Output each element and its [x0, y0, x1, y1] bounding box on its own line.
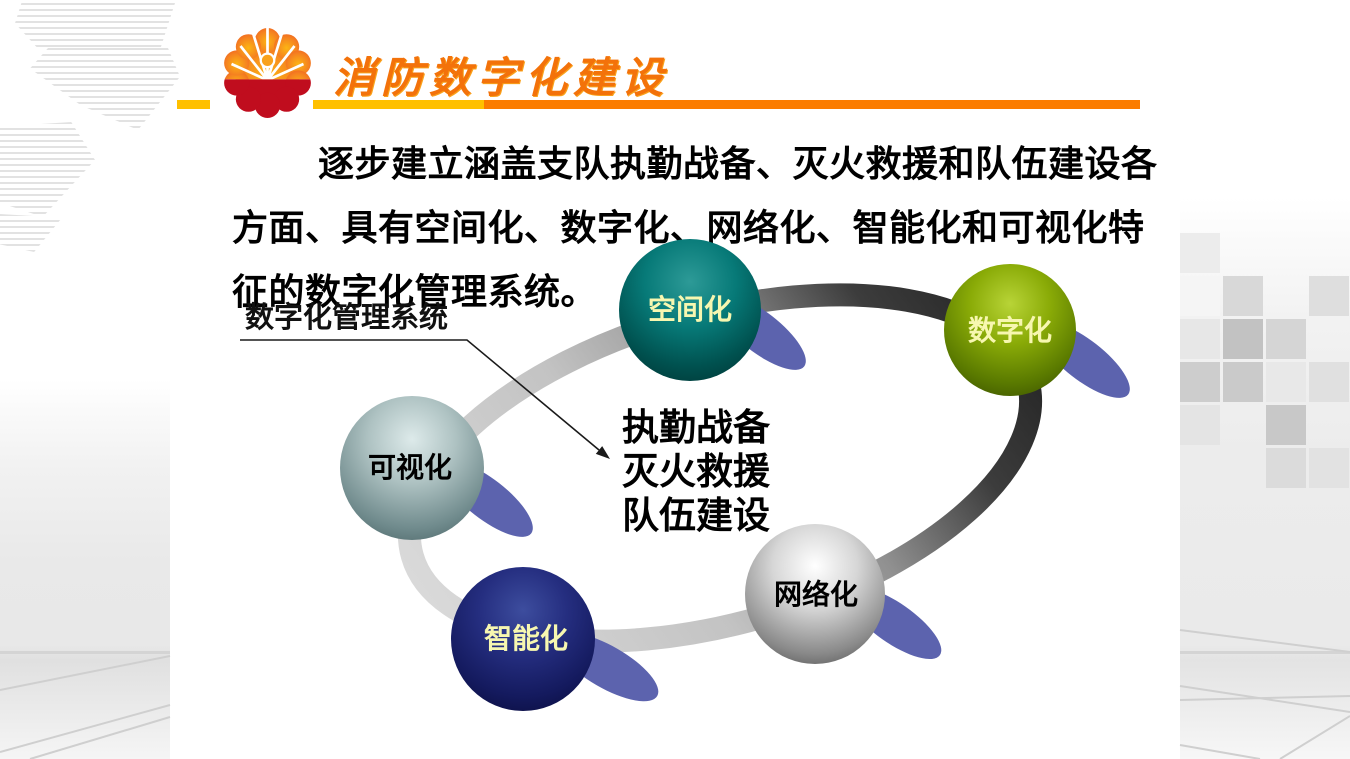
callout-leader-line — [240, 339, 600, 451]
sphere-spatial — [619, 239, 761, 381]
center-text-line: 队伍建设 — [622, 495, 770, 537]
center-text-line: 灭火救援 — [622, 451, 771, 493]
center-text-line: 执勤战备 — [622, 407, 771, 449]
sphere-label-spatial: 空间化 — [648, 293, 732, 326]
sphere-label-visual: 可视化 — [368, 452, 452, 484]
sphere-digital — [944, 264, 1076, 396]
paragraph-line: 征的数字化管理系统。 — [232, 271, 598, 312]
title-underline-segment-yellow-left — [177, 100, 210, 109]
petrochina-logo-icon — [224, 28, 311, 118]
callout-label: 数字化管理系统 — [245, 300, 448, 334]
deco-squares — [1180, 233, 1350, 493]
title-underline-segment-yellow — [313, 100, 484, 109]
sphere-label-intelligent: 智能化 — [484, 623, 568, 655]
worldmap-stripes-deco — [15, 3, 175, 48]
callout-arrowhead-icon — [595, 446, 610, 459]
sphere-intelligent — [451, 567, 595, 711]
sphere-label-network: 网络化 — [774, 578, 858, 611]
title-underline-segment-orange — [484, 100, 1140, 109]
slide-title: 消防数字化建设 — [333, 56, 670, 102]
sphere-visual — [340, 396, 484, 540]
sphere-network — [745, 524, 885, 664]
paragraph-line: 逐步建立涵盖支队执勤战备、灭火救援和队伍建设各 — [318, 143, 1158, 184]
body-paragraph: 逐步建立涵盖支队执勤战备、灭火救援和队伍建设各 方面、具有空间化、数字化、网络化… — [232, 132, 1158, 324]
sphere-label-digital: 数字化 — [968, 314, 1052, 347]
